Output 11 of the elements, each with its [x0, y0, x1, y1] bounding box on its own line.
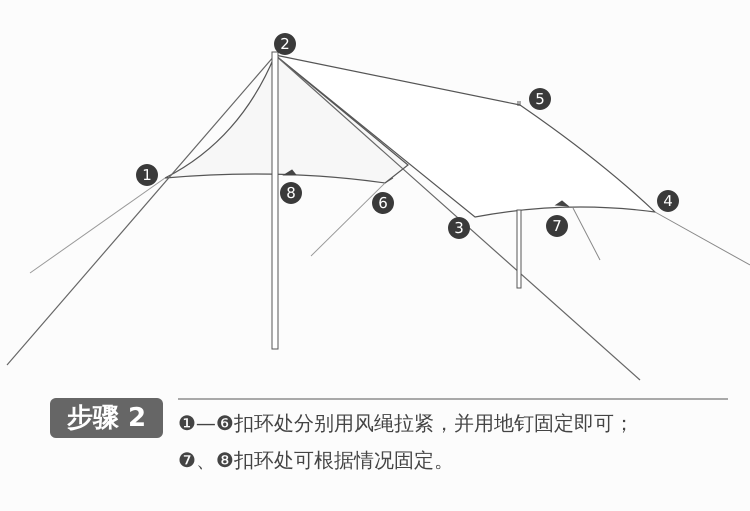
callout-number: 5	[529, 88, 551, 110]
callout-number: 2	[274, 33, 296, 55]
step-badge: 步骤 2	[50, 398, 163, 438]
callout-number: 6	[372, 192, 394, 214]
callout-number: 7	[546, 215, 568, 237]
callout-number: 8	[280, 182, 302, 204]
callout-number: 3	[448, 217, 470, 239]
callout-number: 1	[136, 164, 158, 186]
instruction-text: ❶—❻扣环处分别用风绳拉紧，并用地钉固定即可；	[178, 410, 634, 437]
callout-number: 4	[657, 190, 679, 212]
instruction-text: ❼、❽扣环处可根据情况固定。	[178, 447, 454, 474]
